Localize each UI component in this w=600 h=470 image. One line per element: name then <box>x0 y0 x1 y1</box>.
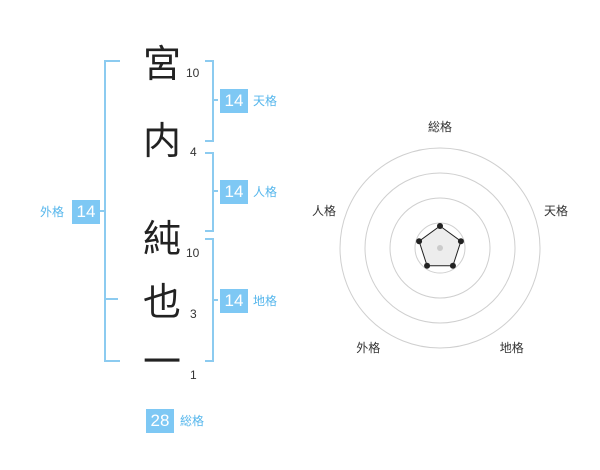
radar-ring-4 <box>339 147 541 349</box>
radar-point-5 <box>416 238 423 245</box>
radar-axis-label-4: 外格 <box>356 340 381 355</box>
stroke-count-2: 4 <box>190 145 197 159</box>
stroke-count-4: 3 <box>190 307 197 321</box>
radar-axis-label-5: 人格 <box>311 204 336 219</box>
jinkaku-bracket <box>205 152 214 232</box>
radar-series-shape <box>418 225 462 267</box>
radar-point-1 <box>437 223 443 229</box>
tenkaku-value: 14 <box>220 89 248 113</box>
chikaku-label: 地格 <box>253 294 278 308</box>
radar-axis-label-3: 地格 <box>499 340 524 355</box>
tenkaku-bracket <box>205 60 214 142</box>
chikaku-connector <box>212 299 218 301</box>
stroke-count-1: 10 <box>186 66 200 80</box>
soukaku-value: 28 <box>146 409 174 433</box>
gaikaku-value: 14 <box>72 200 100 224</box>
jinkaku-connector <box>212 190 218 192</box>
radar-ring-2 <box>389 197 491 299</box>
stroke-count-5: 1 <box>190 368 197 382</box>
tenkaku-label: 天格 <box>253 94 278 108</box>
name-char-4: 也 <box>142 280 181 324</box>
radar-point-2 <box>457 238 464 245</box>
name-char-2: 内 <box>142 119 181 163</box>
gaikaku-label: 外格 <box>40 205 65 219</box>
jinkaku-label: 人格 <box>253 185 278 199</box>
radar-point-4 <box>424 262 431 269</box>
chikaku-value: 14 <box>220 289 248 313</box>
tenkaku-connector <box>212 99 218 101</box>
gaikaku-connector <box>100 210 106 212</box>
soukaku-label: 総格 <box>180 414 205 428</box>
name-char-1: 宮 <box>142 42 181 86</box>
jinkaku-value: 14 <box>220 180 248 204</box>
name-char-3: 純 <box>142 217 181 261</box>
stroke-count-3: 10 <box>186 246 200 260</box>
radar-axis-label-2: 天格 <box>544 204 569 219</box>
gaikaku-inner-tick <box>106 298 118 300</box>
radar-ring-3 <box>364 172 516 324</box>
radar-axis-label-1: 総格 <box>427 120 452 134</box>
radar-point-3 <box>449 262 456 269</box>
name-char-5: 一 <box>142 340 181 384</box>
